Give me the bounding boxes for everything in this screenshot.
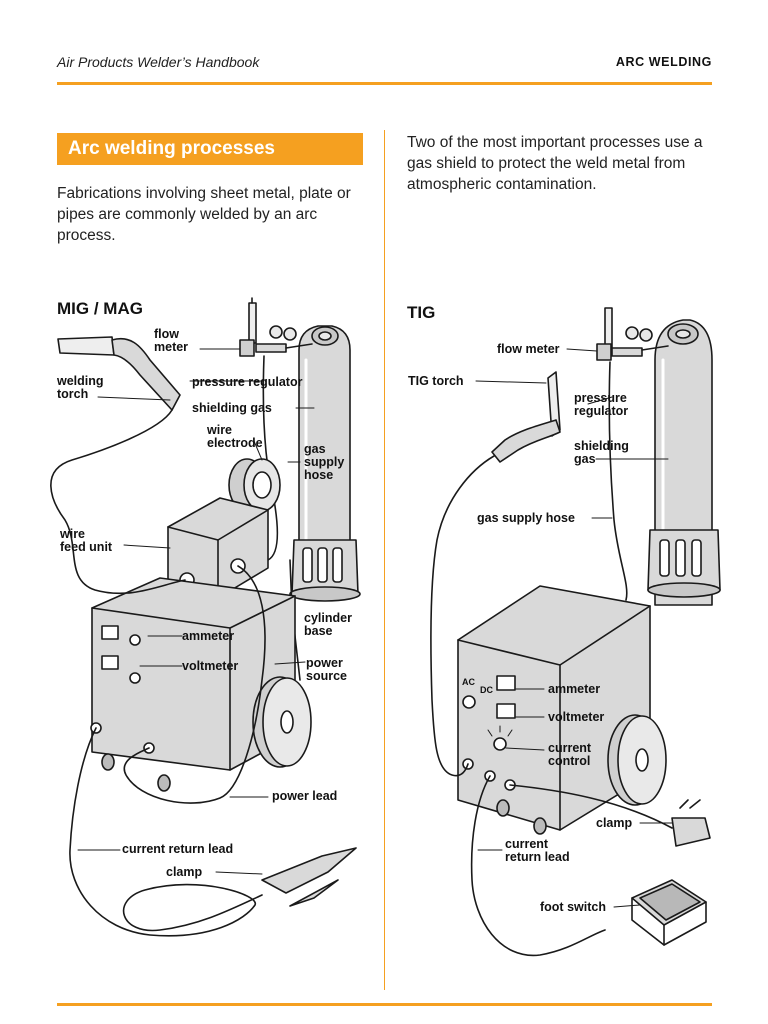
mig-gas-cylinder xyxy=(298,325,351,596)
intro-paragraph-right: Two of the most important processes use … xyxy=(407,134,703,193)
tig-gas-supply-hose xyxy=(608,361,628,601)
tig-flow-meter xyxy=(596,307,669,361)
mig-wheel xyxy=(252,676,312,768)
tig-current-control-ticks xyxy=(487,725,513,737)
tig-clamp xyxy=(509,784,711,847)
intro-paragraph-left: Fabrications involving sheet metal, plat… xyxy=(57,185,351,244)
tig-label-dc: DC xyxy=(480,685,493,695)
footer-rule xyxy=(57,1003,712,1006)
tig-torch xyxy=(430,371,561,777)
mig-label-flow-meter: flow meter xyxy=(154,327,189,354)
mig-diagram xyxy=(50,297,361,937)
tig-diagram xyxy=(430,307,721,957)
tig-label-foot-switch: foot switch xyxy=(540,900,606,914)
mig-section-title: MIG / MAG xyxy=(57,299,143,318)
mig-label-clamp: clamp xyxy=(166,865,203,879)
tig-label-gas-supply-hose: gas supply hose xyxy=(477,511,575,525)
tig-label-ac: AC xyxy=(462,677,475,687)
mig-label-pressure-regulator: pressure regulator xyxy=(192,375,303,389)
mig-power-lead xyxy=(123,565,266,804)
mig-leader-lines xyxy=(77,348,315,875)
mig-label-cylinder-base: cylinder base xyxy=(304,611,352,638)
page-title-box: Arc welding processes xyxy=(57,133,363,165)
column-divider xyxy=(384,130,385,990)
tig-label-current-return-lead: current return lead xyxy=(505,837,570,864)
mig-label-ammeter: ammeter xyxy=(182,629,235,643)
mig-flow-meter xyxy=(239,297,313,357)
tig-label-shielding-gas: shielding gas xyxy=(574,439,629,466)
mig-current-return-lead xyxy=(69,727,263,937)
page-title: Arc welding processes xyxy=(68,138,275,159)
tig-leader-lines xyxy=(475,348,674,908)
tig-wheel xyxy=(607,714,667,806)
tig-foot-switch xyxy=(631,879,707,946)
mig-welding-torch xyxy=(50,336,186,595)
section-title: ARC WELDING xyxy=(615,55,712,69)
tig-label-flow-meter: flow meter xyxy=(497,342,560,356)
mig-label-gas-supply-hose: gas supply hose xyxy=(304,442,345,482)
tig-label-clamp: clamp xyxy=(596,816,633,830)
tig-label-current-control: current control xyxy=(548,741,592,768)
header-rule xyxy=(57,82,712,85)
mig-label-wire-feed-unit: wire feed unit xyxy=(60,527,113,554)
tig-section-title: TIG xyxy=(407,303,436,322)
tig-current-return-lead xyxy=(470,775,606,957)
tig-label-ammeter: ammeter xyxy=(548,682,601,696)
tig-label-pressure-regulator: pressure regulator xyxy=(574,391,629,418)
mig-label-power-lead: power lead xyxy=(272,789,338,803)
tig-cylinder-base xyxy=(647,529,721,598)
tig-label-voltmeter: voltmeter xyxy=(548,710,605,724)
mig-label-shielding-gas: shielding gas xyxy=(192,401,272,415)
mig-label-power-source: power source xyxy=(306,656,347,683)
mig-power-source xyxy=(90,577,296,792)
mig-cylinder-base xyxy=(289,539,361,602)
tig-label-tig-torch: TIG torch xyxy=(408,374,464,388)
mig-wire-spool xyxy=(228,458,281,512)
book-title: Air Products Welder’s Handbook xyxy=(57,54,260,70)
mig-label-voltmeter: voltmeter xyxy=(182,659,239,673)
mig-clamp xyxy=(261,847,357,907)
mig-label-wire-electrode: wire electrode xyxy=(207,423,263,450)
tig-power-source xyxy=(457,585,651,835)
mig-label-welding-torch: welding torch xyxy=(57,374,104,401)
mig-label-current-return-lead: current return lead xyxy=(122,842,234,856)
